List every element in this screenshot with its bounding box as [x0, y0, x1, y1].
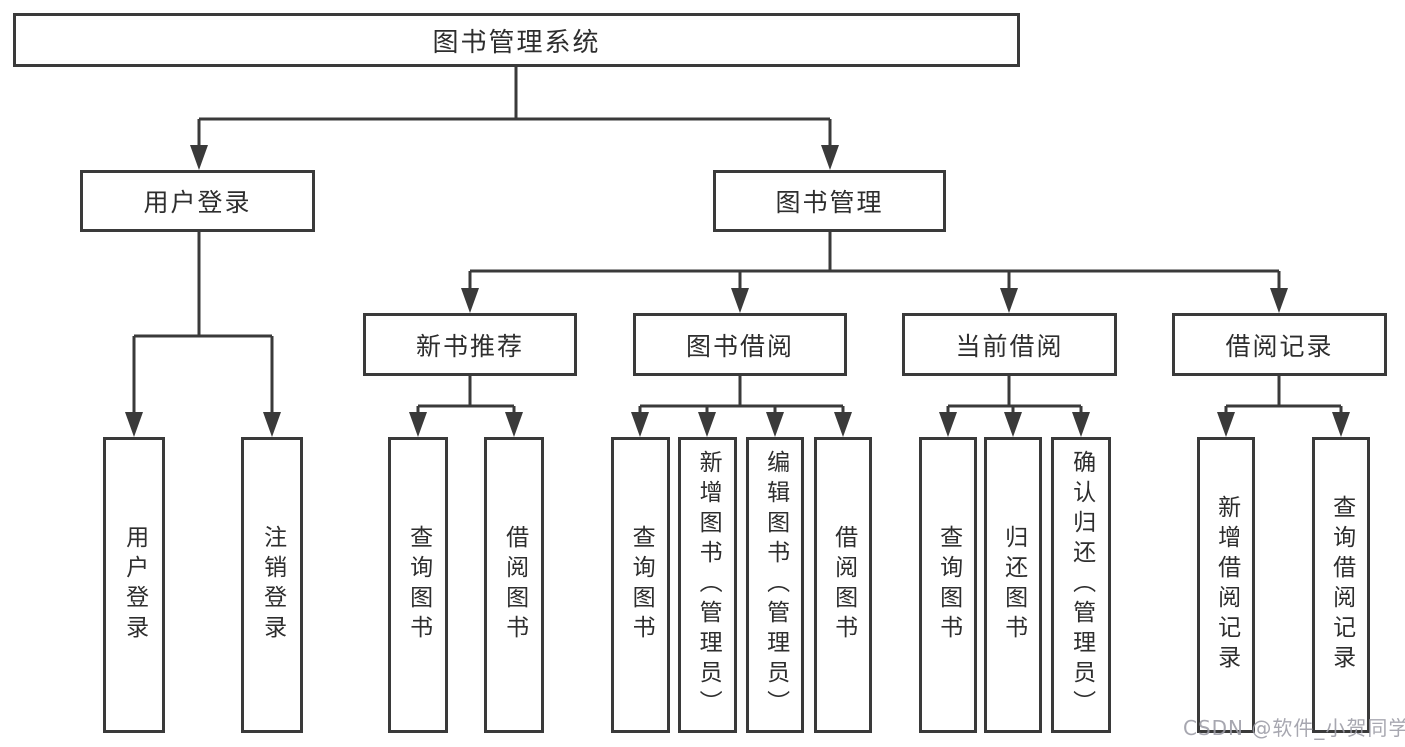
node-borrow-records: 借阅记录 — [1172, 313, 1387, 376]
leaf-records-query-record: 查询借阅记录 — [1312, 437, 1370, 733]
watermark: CSDN @软件_小贺同学 — [1183, 716, 1405, 740]
leaf-borrow-add-books-admin: 新增图书（管理员） — [678, 437, 737, 733]
node-user-login: 用户登录 — [80, 170, 315, 232]
leaf-user-login: 用户登录 — [103, 437, 165, 733]
leaf-borrow-borrow-books: 借阅图书 — [814, 437, 872, 733]
leaf-current-return-books: 归还图书 — [984, 437, 1042, 733]
leaf-newrec-query-books: 查询图书 — [388, 437, 448, 733]
leaf-borrow-query-books: 查询图书 — [611, 437, 670, 733]
node-current-borrow: 当前借阅 — [902, 313, 1117, 376]
leaf-current-confirm-return-admin: 确认归还（管理员） — [1051, 437, 1111, 733]
leaf-newrec-borrow-books: 借阅图书 — [484, 437, 544, 733]
leaf-logout: 注销登录 — [241, 437, 303, 733]
leaf-current-query-books: 查询图书 — [919, 437, 977, 733]
node-library-management-system: 图书管理系统 — [13, 13, 1020, 67]
node-book-management: 图书管理 — [713, 170, 946, 232]
node-book-borrow: 图书借阅 — [633, 313, 847, 376]
leaf-records-add-record: 新增借阅记录 — [1197, 437, 1255, 733]
node-new-book-recommend: 新书推荐 — [363, 313, 577, 376]
leaf-borrow-edit-books-admin: 编辑图书（管理员） — [746, 437, 804, 733]
